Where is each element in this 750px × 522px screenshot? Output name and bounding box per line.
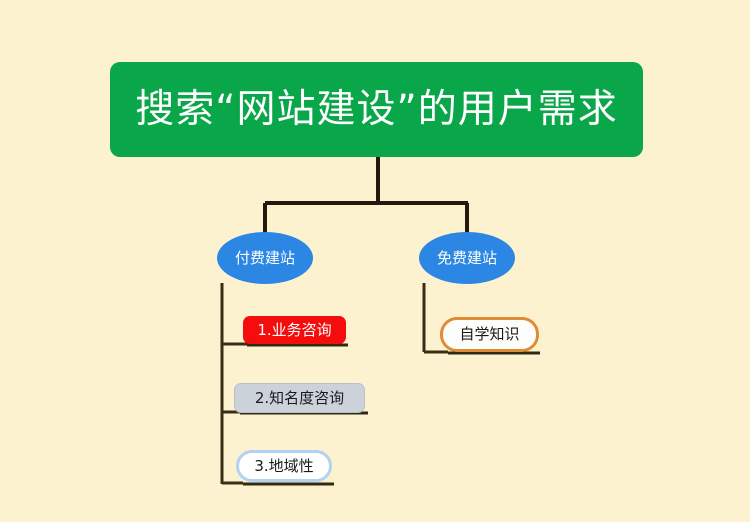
- leaf-node-region[interactable]: 3.地域性: [236, 450, 332, 482]
- leaf-node-reputation[interactable]: 2.知名度咨询: [234, 383, 365, 413]
- leaf-node-reputation-label: 2.知名度咨询: [254, 388, 345, 407]
- leaf-node-selfstudy[interactable]: 自学知识: [440, 317, 539, 352]
- leaf-node-region-label: 3.地域性: [254, 456, 314, 475]
- branch-node-free-label: 免费建站: [436, 248, 497, 267]
- branch-node-paid-label: 付费建站: [234, 248, 295, 267]
- leaf-node-business-label: 1.业务咨询: [257, 320, 332, 339]
- branch-node-free[interactable]: 免费建站: [419, 232, 515, 284]
- root-node[interactable]: 搜索“网站建设”的用户需求: [110, 62, 643, 157]
- leaf-node-business[interactable]: 1.业务咨询: [243, 316, 346, 344]
- leaf-node-selfstudy-label: 自学知识: [459, 325, 520, 343]
- root-node-label: 搜索“网站建设”的用户需求: [135, 87, 618, 132]
- branch-node-paid[interactable]: 付费建站: [217, 232, 313, 284]
